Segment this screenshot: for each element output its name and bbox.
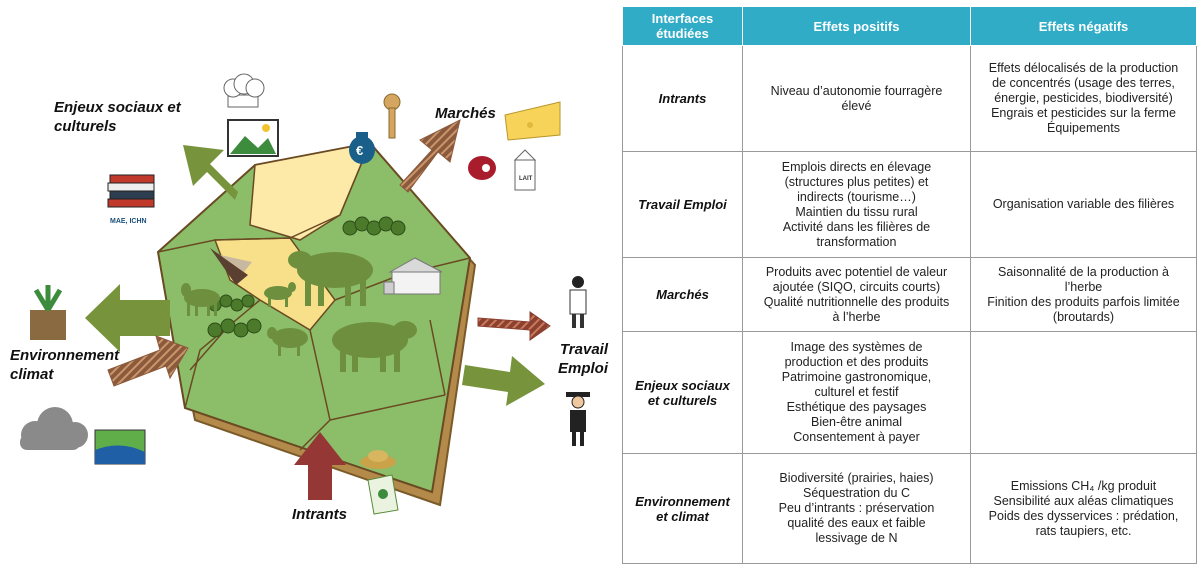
landscape-icon xyxy=(227,119,279,157)
table-row: Intrants Niveau d’autonomie fourragère é… xyxy=(622,45,1197,152)
cloud-icon xyxy=(20,407,88,450)
label-mae: MAE, ICHN xyxy=(110,218,147,225)
pentagon-diagram: € xyxy=(10,73,608,523)
row-negatifs: Organisation variable des filières xyxy=(970,151,1197,258)
header-negatifs: Effets négatifs xyxy=(970,6,1197,46)
arrow-travail-striped xyxy=(477,311,551,341)
effects-table-container: Interfaces étudiées Effets positifs Effe… xyxy=(622,6,1197,564)
row-negatifs: Emissions CH₄ /kg produit Sensibilité au… xyxy=(970,453,1197,564)
table-row: Travail Emploi Emplois directs en élevag… xyxy=(622,151,1197,258)
arrow-travail-green xyxy=(462,356,545,406)
table-row: Environnement et climat Biodiversité (pr… xyxy=(622,453,1197,564)
cow-icon xyxy=(332,321,417,372)
table-row: Marchés Produits avec potentiel de valeu… xyxy=(622,257,1197,332)
header-interfaces: Interfaces étudiées xyxy=(622,6,743,46)
books-icon xyxy=(107,174,155,208)
header-positifs: Effets positifs xyxy=(742,6,971,46)
row-positifs: Image des systèmes de production et des … xyxy=(742,331,971,454)
feed-pile-icon xyxy=(360,450,396,469)
row-negatifs: Effets délocalisés de la production de c… xyxy=(970,45,1197,152)
svg-text:€: € xyxy=(356,143,363,158)
milk-carton-icon xyxy=(513,149,537,191)
arrow-enjeux xyxy=(183,145,238,200)
farmer-icon xyxy=(566,392,590,446)
row-negatifs: Saisonnalité de la production à l’herbe … xyxy=(970,257,1197,332)
row-positifs: Produits avec potentiel de valeur ajouté… xyxy=(742,257,971,332)
bird-icon xyxy=(210,248,252,285)
row-positifs: Emplois directs en élevage (structures p… xyxy=(742,151,971,258)
label-marches: Marchés xyxy=(435,105,496,122)
row-interface: Intrants xyxy=(622,45,743,152)
label-enjeux: Enjeux sociaux et culturels xyxy=(54,99,181,135)
sheep-icon xyxy=(267,327,308,356)
effects-table: Interfaces étudiées Effets positifs Effe… xyxy=(622,6,1197,564)
arrow-intrants xyxy=(294,432,346,500)
row-interface: Travail Emploi xyxy=(622,151,743,258)
row-interface: Marchés xyxy=(622,257,743,332)
horse-icon xyxy=(181,283,220,316)
arrow-marches xyxy=(399,119,461,193)
key-icon xyxy=(383,93,401,139)
label-travail: Travail Emploi xyxy=(557,341,608,377)
table-header-row: Interfaces étudiées Effets positifs Effe… xyxy=(622,6,1197,46)
row-negatifs xyxy=(970,331,1197,454)
farm-building-icon xyxy=(383,257,443,295)
label-intrants: Intrants xyxy=(292,506,348,523)
diagram-canvas: € xyxy=(20,73,590,515)
seed-bag-icon xyxy=(367,474,399,515)
label-environnement: Environnement climat xyxy=(10,347,120,383)
arrow-environnement-out xyxy=(85,284,170,352)
hedge-icon xyxy=(207,216,406,338)
row-interface: Enjeux sociaux et culturels xyxy=(622,331,743,454)
worker-icon xyxy=(569,276,587,328)
table-row: Enjeux sociaux et culturels Image des sy… xyxy=(622,331,1197,454)
chef-hat-icon xyxy=(223,73,265,108)
cow-icon xyxy=(288,251,373,306)
money-bag-icon: € xyxy=(349,132,375,164)
arrow-environnement-in xyxy=(107,335,189,387)
label-lait: LAIT xyxy=(519,176,533,182)
plant-soil-icon xyxy=(30,285,66,340)
meat-icon xyxy=(468,156,496,180)
goat-icon xyxy=(264,282,296,307)
cheese-icon xyxy=(504,101,561,141)
river-icon xyxy=(94,429,146,465)
row-interface: Environnement et climat xyxy=(622,453,743,564)
row-positifs: Niveau d’autonomie fourragère élevé xyxy=(742,45,971,152)
row-positifs: Biodiversité (prairies, haies) Séquestra… xyxy=(742,453,971,564)
